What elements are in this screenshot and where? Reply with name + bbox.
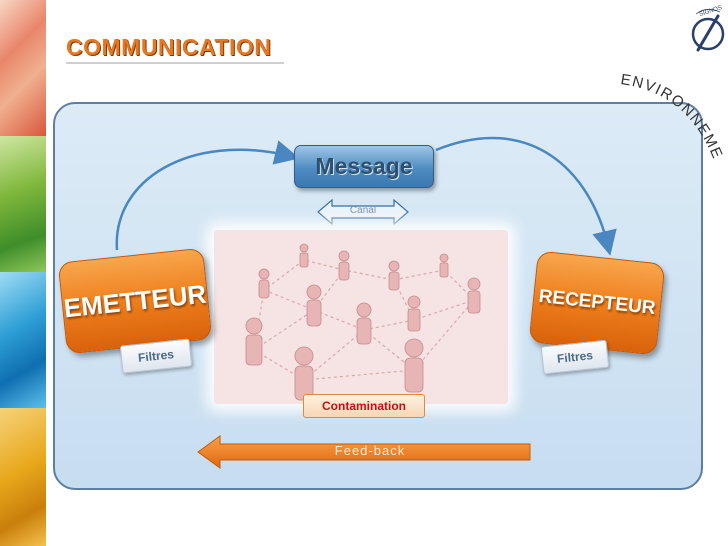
message-label: Message [315, 153, 413, 179]
receiver-filters-label: Filtres [556, 348, 594, 366]
sender-label: EMETTEUR [62, 278, 208, 323]
leaf-photo-strip [0, 0, 46, 136]
slide-title: COMMUNICATION [66, 34, 272, 60]
contamination-box: Contamination [303, 394, 425, 418]
social-network-image [214, 230, 508, 404]
feedback-arrow [197, 435, 531, 469]
contamination-label: Contamination [322, 399, 406, 413]
people-network-illustration [214, 230, 508, 404]
water-photo-strip [0, 272, 46, 408]
sender-box: EMETTEUR [57, 247, 213, 355]
honeycomb-photo-strip [0, 408, 46, 546]
feedback-label: Feed-back [334, 443, 406, 458]
canal-double-arrow-icon [317, 198, 409, 226]
message-box: Message [294, 145, 434, 188]
canal-label: Canal [349, 205, 377, 216]
sender-filters-label: Filtres [137, 347, 175, 365]
grass-photo-strip [0, 136, 46, 272]
signos-logo-icon: SIGNOS [691, 5, 725, 52]
receiver-label: RECEPTEUR [537, 285, 657, 320]
title-underline [66, 62, 284, 64]
